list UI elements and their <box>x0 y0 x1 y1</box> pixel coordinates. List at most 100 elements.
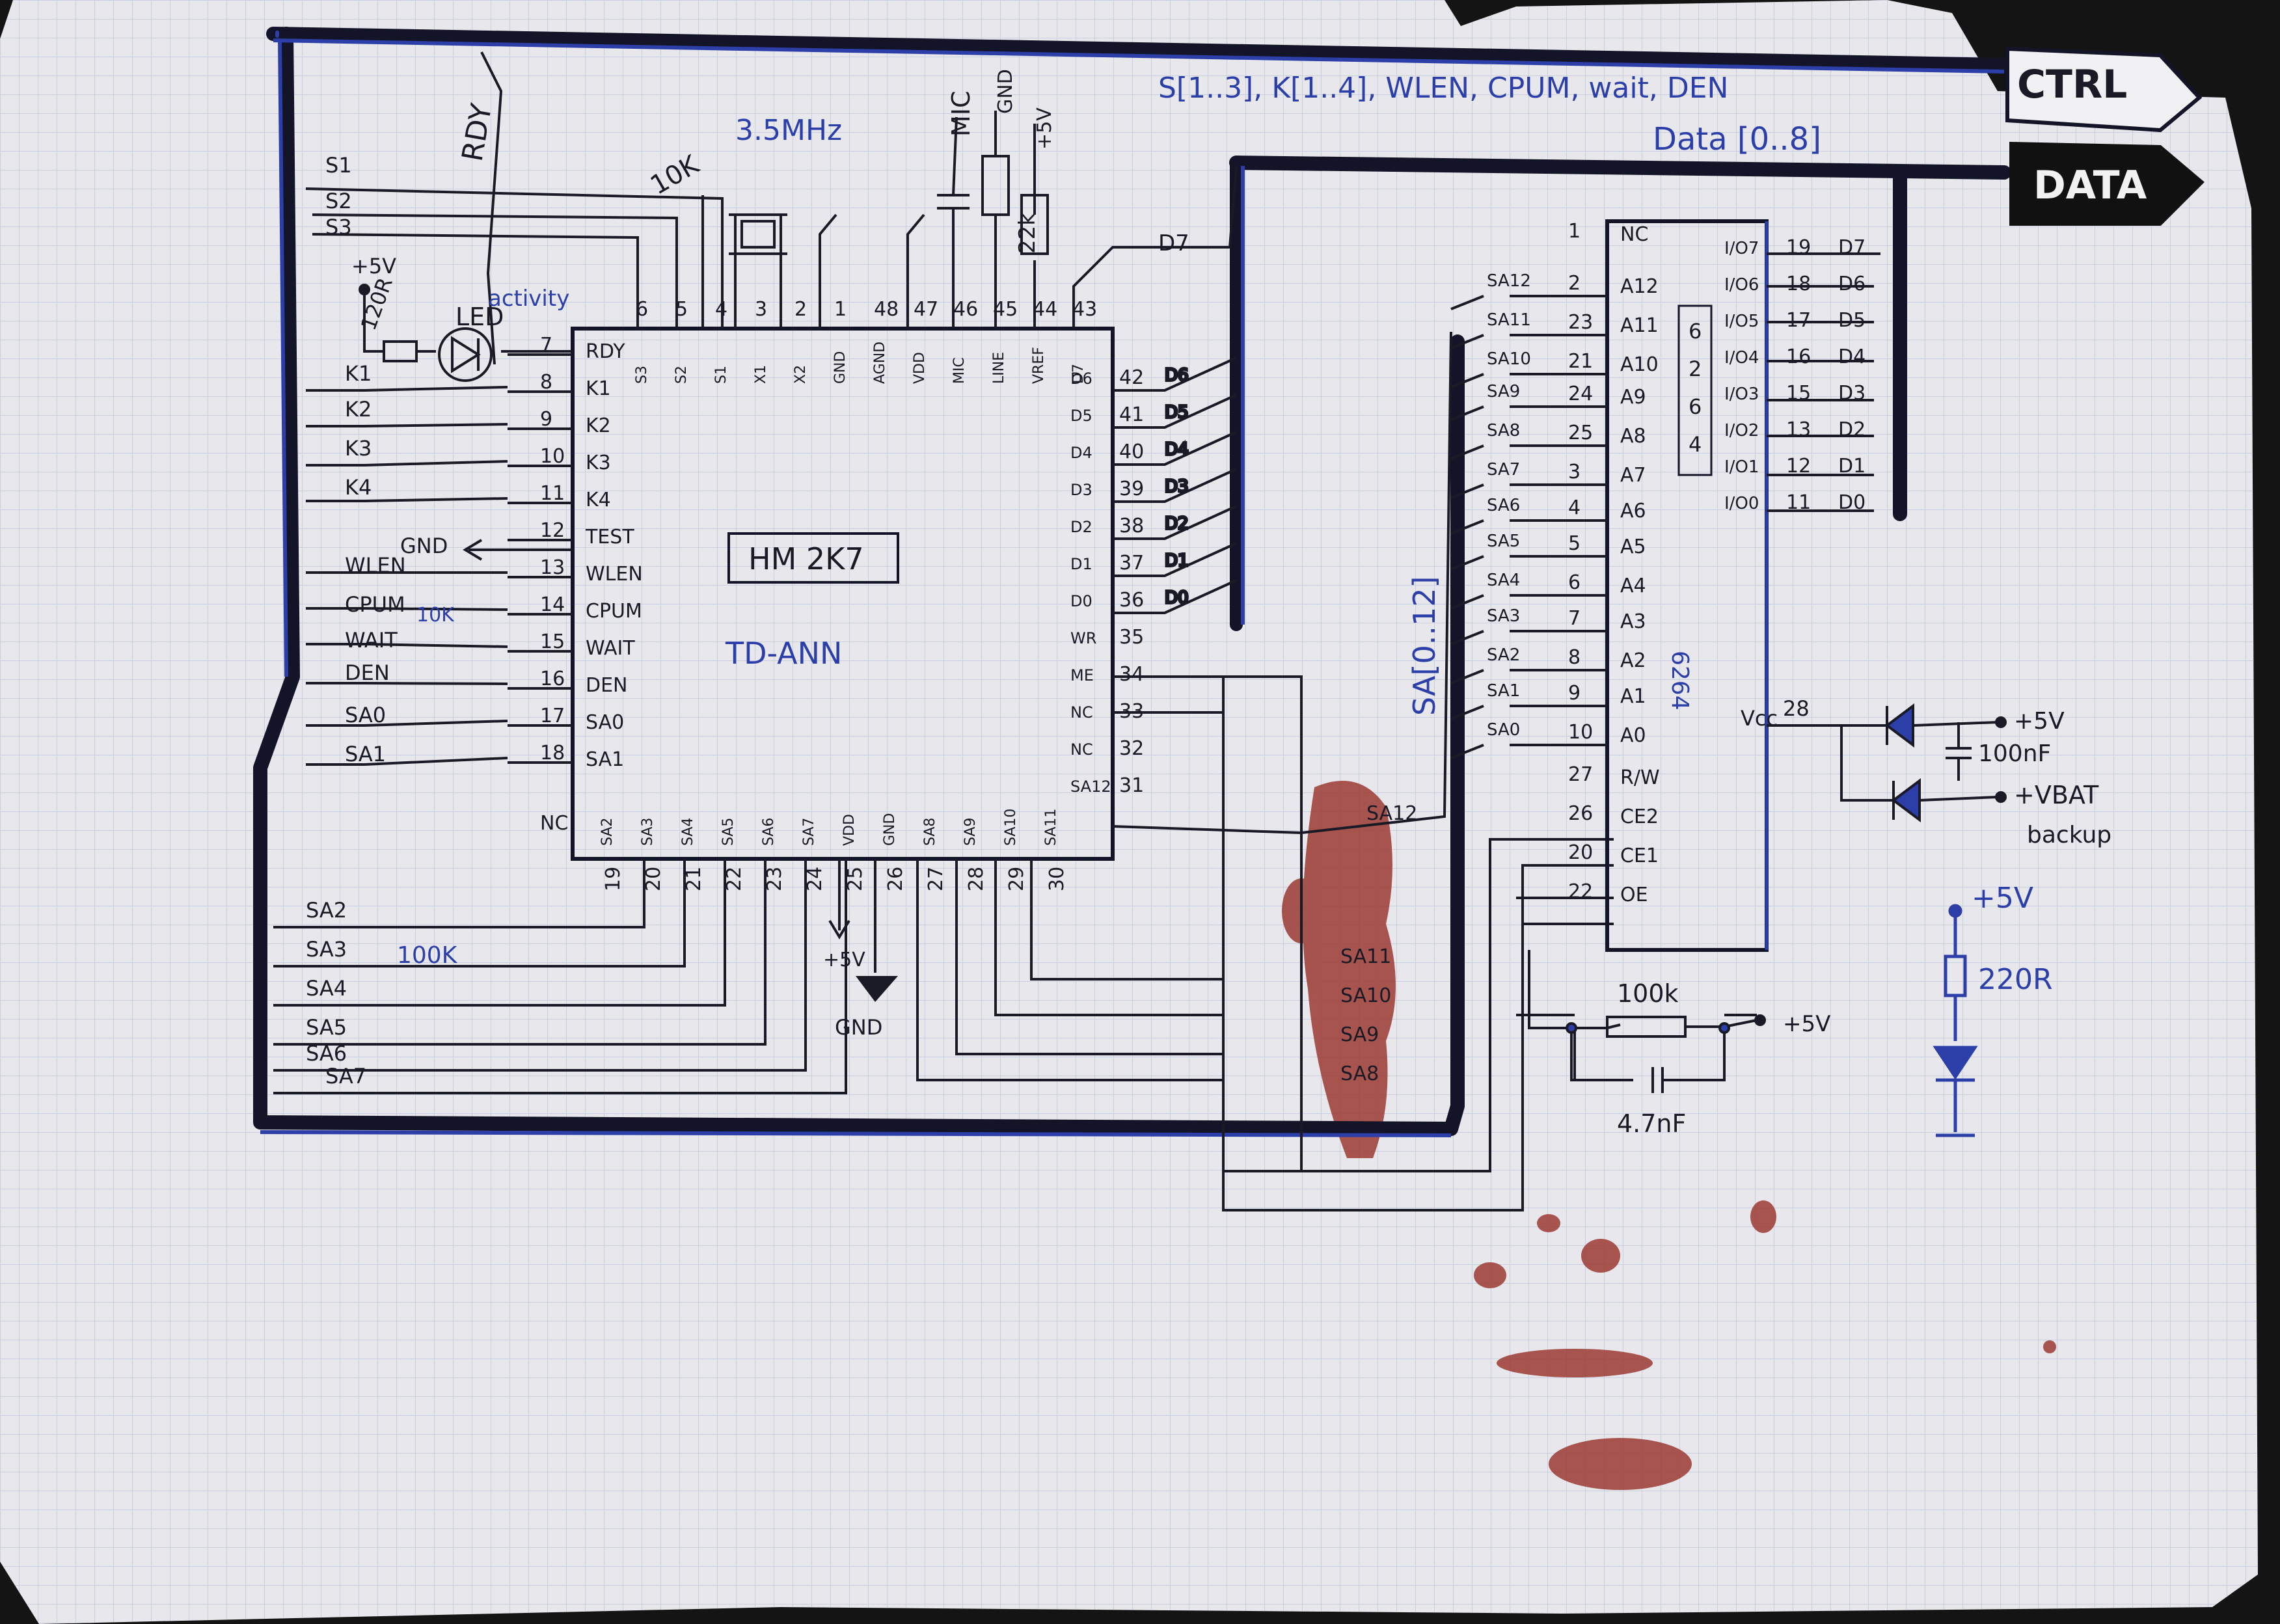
sram-net-label: SA4 <box>1487 571 1520 590</box>
sram-net-label: SA3 <box>1487 606 1520 626</box>
bus-lines <box>253 27 2011 1136</box>
main-pin-name: D5 <box>1070 407 1092 425</box>
left-bus-label: SA0 <box>345 703 386 727</box>
sram-net-label: SA9 <box>1487 382 1520 401</box>
bottom-left-label: SA2 <box>306 898 347 923</box>
main-pin-number: 29 <box>1005 867 1028 891</box>
wire-bottom-sa <box>273 859 767 1046</box>
sram-net-label: SA7 <box>1487 460 1520 480</box>
wire-bottom-sa <box>273 859 726 1007</box>
wire-data <box>1113 505 1237 540</box>
main-pin-number: 39 <box>1119 478 1144 500</box>
main-pin-number: 22 <box>723 867 746 891</box>
left-bus-label: WLEN <box>345 553 406 578</box>
sram-pin-name: NC <box>1620 223 1648 246</box>
pin-number-box: 6264 <box>1689 319 1702 457</box>
r100k-label: 100k <box>1617 979 1679 1008</box>
main-pin-number: 18 <box>540 742 565 765</box>
sram-pin-name: CE1 <box>1620 845 1659 867</box>
main-pin-number: 24 <box>804 867 826 891</box>
sram-net: D6 <box>1838 273 1866 295</box>
main-pin-name: D2 <box>1070 518 1092 536</box>
bottom-wires <box>273 859 1223 1094</box>
main-pin-number: 27 <box>925 867 947 891</box>
sram-data-wires <box>1767 252 1880 512</box>
right-data-label: D6 <box>1165 366 1189 385</box>
cpum-note: 10K <box>416 604 455 627</box>
wire-left-signal <box>306 606 508 611</box>
wire-s3 <box>312 233 639 329</box>
bottom-left-label: SA3 <box>306 937 347 962</box>
main-pin-number: 34 <box>1119 663 1144 686</box>
wire-left-signal <box>306 460 508 467</box>
main-pin-number: 42 <box>1119 366 1144 389</box>
ctrl-connector: CTRL <box>2005 46 2203 133</box>
sram-net-entry <box>1450 483 1484 499</box>
sram-net-label: SA6 <box>1487 496 1520 515</box>
main-pin-name: TEST <box>585 526 634 548</box>
chip-subname: TD-ANN <box>725 636 842 671</box>
chip-bottom-pins: SA219SA320SA421SA522SA623SA724VDD25GND26… <box>599 809 1068 891</box>
sram-net-label: SA10 <box>1487 349 1531 369</box>
vcc-label: Vcc <box>1741 706 1778 731</box>
main-pin-number: 16 <box>540 668 565 690</box>
main-pin-number: 21 <box>683 867 705 891</box>
wire-left-signal <box>306 642 508 648</box>
main-pin-number: 31 <box>1119 774 1144 797</box>
main-pin-number: 38 <box>1119 515 1144 537</box>
pin-box-digit: 2 <box>1689 357 1702 381</box>
chip-nc-corner: NC <box>540 812 568 835</box>
sram-pin-number: 9 <box>1568 682 1581 705</box>
right-data-label: D4 <box>1165 440 1189 459</box>
main-pin-number: 35 <box>1119 626 1144 649</box>
wire-bottom-sa <box>273 859 686 968</box>
sram-pin-number: 7 <box>1568 607 1581 630</box>
sram-pin-name: A12 <box>1620 275 1659 298</box>
sa-right-label: SA9 <box>1340 1023 1379 1046</box>
vcc-backup-circuit <box>1767 703 2007 822</box>
main-pin-name: SA4 <box>680 818 696 846</box>
main-pin-number: 11 <box>540 482 565 505</box>
left-bus-label: S2 <box>325 189 352 213</box>
main-pin-name: SA9 <box>962 818 979 846</box>
sram-pin-name: A8 <box>1620 425 1646 448</box>
sram-pin-name: CE2 <box>1620 805 1659 828</box>
main-pin-number: 44 <box>1033 298 1057 321</box>
sram-pin-number: 22 <box>1568 880 1593 903</box>
sa-right-label: SA8 <box>1340 1062 1379 1085</box>
sram-net-entry <box>1450 555 1484 571</box>
main-pin-name: NC <box>1070 703 1093 722</box>
right-data-label: D5 <box>1165 403 1189 422</box>
sram-pin-number: 25 <box>1568 422 1593 444</box>
backup-label: backup <box>2027 822 2111 848</box>
right-data-label: D1 <box>1165 551 1189 571</box>
main-pin-number: 30 <box>1046 867 1068 891</box>
main-pin-number: 17 <box>540 705 565 727</box>
pin-box-digit: 4 <box>1689 432 1702 457</box>
main-pin-number: 36 <box>1119 589 1144 612</box>
main-pin-number: 19 <box>602 867 625 891</box>
main-pin-name: VDD <box>841 814 858 846</box>
main-pin-number: 47 <box>914 298 938 321</box>
sram-pin-name: I/O3 <box>1724 385 1759 404</box>
sram-net-entry <box>1450 444 1484 460</box>
main-pin-name: SA5 <box>720 818 737 846</box>
main-pin-name: S2 <box>673 366 690 384</box>
sram-net-entry <box>1450 295 1484 310</box>
main-pin-number: 46 <box>953 298 978 321</box>
rc-network <box>1528 950 1766 1093</box>
main-pin-number: 14 <box>540 593 565 616</box>
main-pin-name: CPUM <box>586 600 642 623</box>
wire-left-signal <box>306 757 508 766</box>
main-pin-number: 37 <box>1119 552 1144 575</box>
sram-pin-number: 21 <box>1568 350 1593 373</box>
sram-net-entry <box>1450 373 1484 388</box>
led-label: LED <box>455 303 504 331</box>
sram-pin-name: A0 <box>1620 724 1646 747</box>
main-pin-name: WAIT <box>586 637 635 660</box>
sram-pin-number: 5 <box>1568 532 1581 555</box>
